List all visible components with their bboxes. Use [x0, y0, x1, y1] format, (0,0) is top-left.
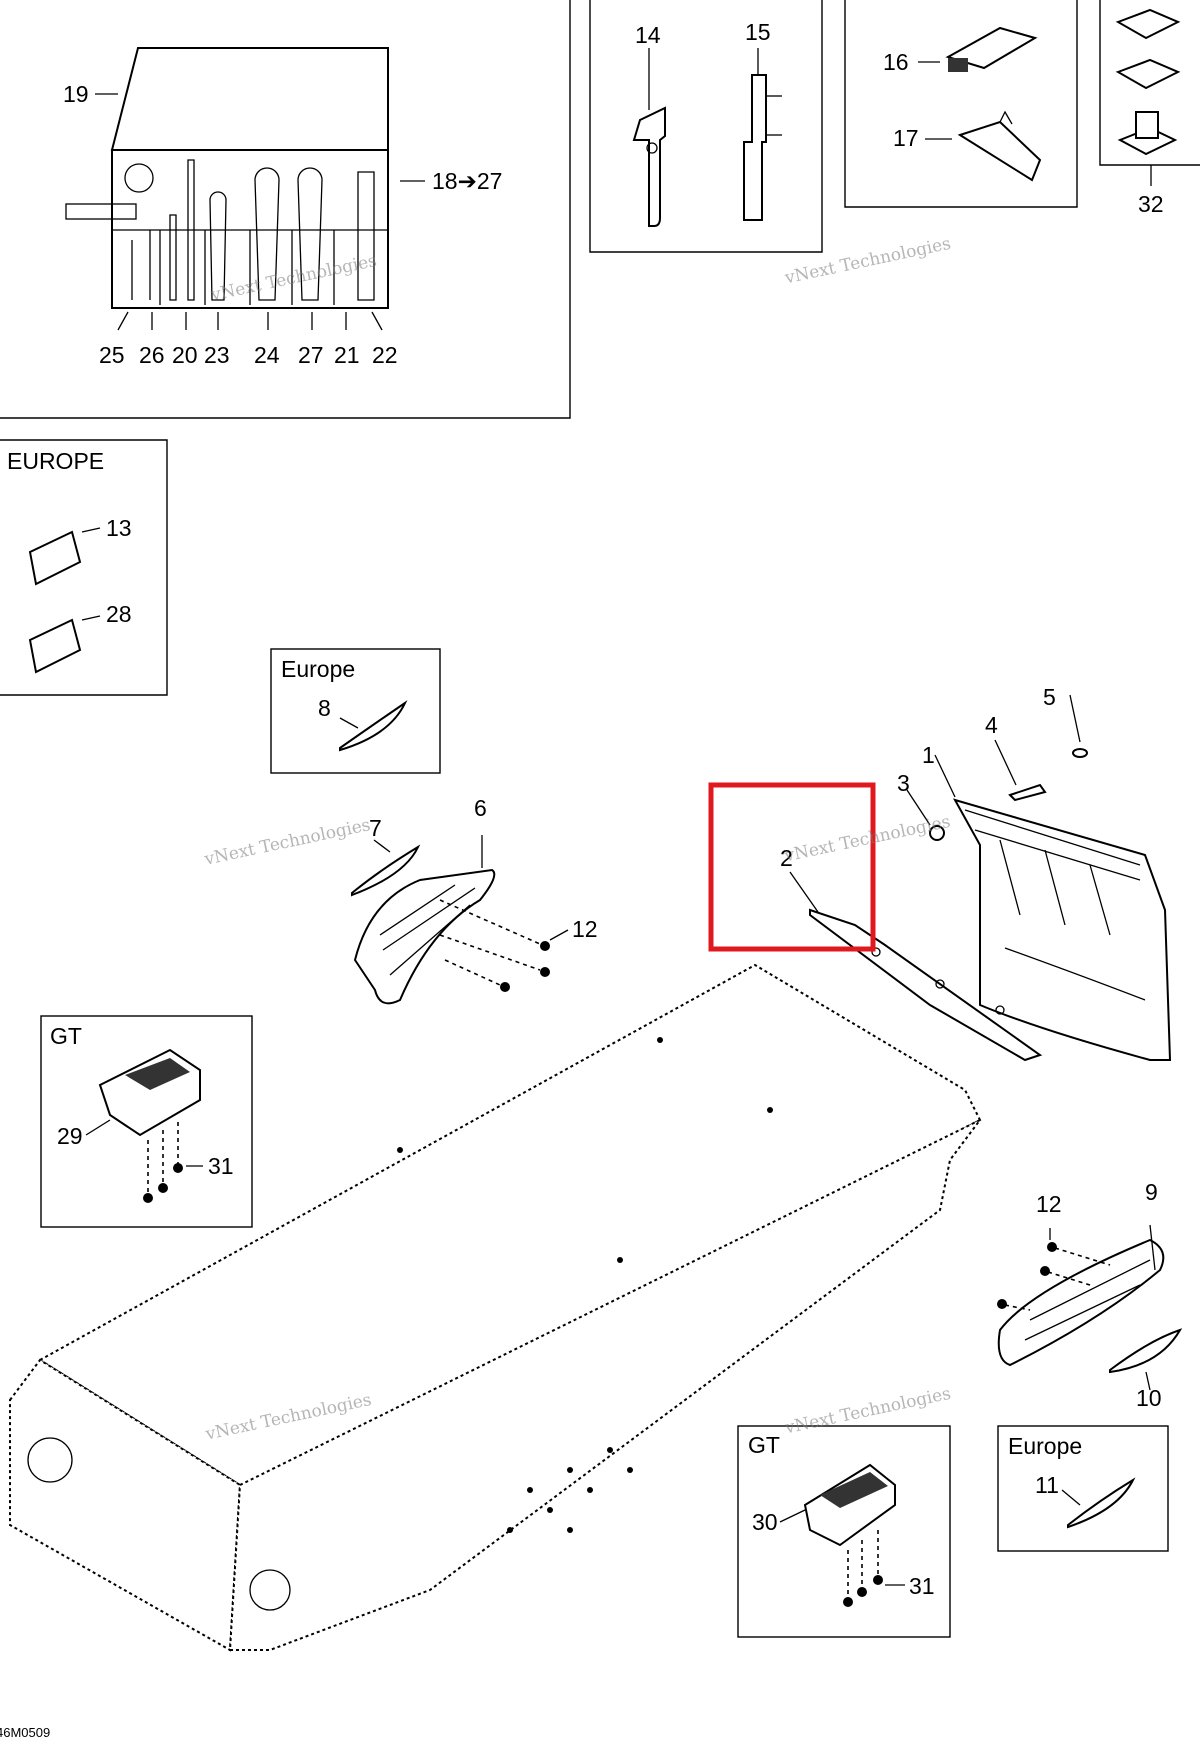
callout-13[interactable]: 13 — [106, 515, 132, 541]
rear-flap-icon — [809, 694, 1172, 1062]
callout-17[interactable]: 17 — [893, 125, 919, 151]
watermark-3: vNext Technologies — [202, 815, 372, 870]
tool-kit-icon — [65, 47, 389, 309]
gt-29-panel-frame — [40, 1015, 253, 1228]
heel-guard-icon — [351, 835, 569, 1005]
callout-21[interactable]: 21 — [334, 342, 360, 368]
callout-24[interactable]: 24 — [254, 342, 280, 368]
gt-pad-29-icon — [85, 1048, 203, 1203]
figure-id: 46M0509 — [0, 1725, 50, 1740]
callout-29[interactable]: 29 — [57, 1123, 83, 1149]
callout-6[interactable]: 6 — [474, 795, 487, 821]
watermark-2: vNext Technologies — [782, 234, 952, 289]
callout-25[interactable]: 25 — [99, 342, 125, 368]
bracket-icon — [632, 48, 782, 227]
svg-text:vNext Technologies: vNext Technologies — [782, 812, 952, 867]
tool-kit-leaders — [95, 93, 425, 331]
clips-panel-frame — [844, 0, 1078, 208]
europe-8-panel-frame — [270, 648, 441, 774]
tunnel-icon — [9, 963, 982, 1652]
callout-30[interactable]: 30 — [752, 1509, 778, 1535]
footrest-pad-icon — [997, 1224, 1183, 1391]
callout-31-a[interactable]: 31 — [208, 1153, 234, 1179]
callout-7[interactable]: 7 — [369, 815, 382, 841]
tool-kit-panel-frame — [0, 0, 571, 419]
watermark-6: vNext Technologies — [782, 1384, 952, 1439]
callout-11[interactable]: 11 — [1035, 1472, 1059, 1498]
box-label-gt-30: GT — [748, 1432, 780, 1458]
brackets-panel-frame — [589, 0, 823, 253]
decal-8-icon — [339, 700, 408, 752]
svg-text:vNext Technologies: vNext Technologies — [202, 815, 372, 870]
europe-caps-panel-frame — [0, 439, 168, 696]
callout-19[interactable]: 19 — [63, 81, 89, 107]
box-label-gt-29: GT — [50, 1023, 82, 1049]
callout-12-a[interactable]: 12 — [572, 916, 598, 942]
callout-23[interactable]: 23 — [204, 342, 230, 368]
callout-14[interactable]: 14 — [635, 22, 661, 48]
callout-18-27[interactable]: 18➔27 — [432, 168, 502, 194]
callout-22[interactable]: 22 — [372, 342, 398, 368]
callout-8[interactable]: 8 — [318, 695, 331, 721]
callout-26[interactable]: 26 — [139, 342, 165, 368]
decal-11-icon — [1067, 1477, 1136, 1529]
callout-12-b[interactable]: 12 — [1036, 1191, 1062, 1217]
gt-pad-30-icon — [779, 1463, 905, 1607]
mount-icon — [1115, 8, 1181, 186]
highlight-box[interactable] — [708, 782, 876, 952]
clip-icon — [918, 26, 1042, 182]
callout-9[interactable]: 9 — [1145, 1179, 1158, 1205]
svg-text:vNext Technologies: vNext Technologies — [782, 1384, 952, 1439]
decal-icon — [28, 527, 101, 674]
callout-20[interactable]: 20 — [172, 342, 198, 368]
callout-3[interactable]: 3 — [897, 770, 910, 796]
watermark-4: vNext Technologies — [782, 812, 952, 867]
callout-31-b[interactable]: 31 — [909, 1573, 935, 1599]
svg-text:vNext Technologies: vNext Technologies — [782, 234, 952, 289]
box-label-europe-8: Europe — [281, 656, 355, 682]
callout-27[interactable]: 27 — [298, 342, 324, 368]
callout-32[interactable]: 32 — [1138, 191, 1164, 217]
box-label-europe-11: Europe — [1008, 1433, 1082, 1459]
callout-2[interactable]: 2 — [780, 845, 793, 871]
callout-28[interactable]: 28 — [106, 601, 132, 627]
callout-10[interactable]: 10 — [1136, 1385, 1162, 1411]
europe-11-panel-frame — [997, 1425, 1169, 1552]
callout-1[interactable]: 1 — [922, 742, 935, 768]
callout-4[interactable]: 4 — [985, 712, 998, 738]
callout-5[interactable]: 5 — [1043, 684, 1056, 710]
gt-30-panel-frame — [737, 1425, 951, 1638]
box-label-europe-caps: EUROPE — [7, 448, 104, 474]
mount-panel-frame — [1099, 0, 1200, 166]
callout-16[interactable]: 16 — [883, 49, 909, 75]
callout-15[interactable]: 15 — [745, 19, 771, 45]
